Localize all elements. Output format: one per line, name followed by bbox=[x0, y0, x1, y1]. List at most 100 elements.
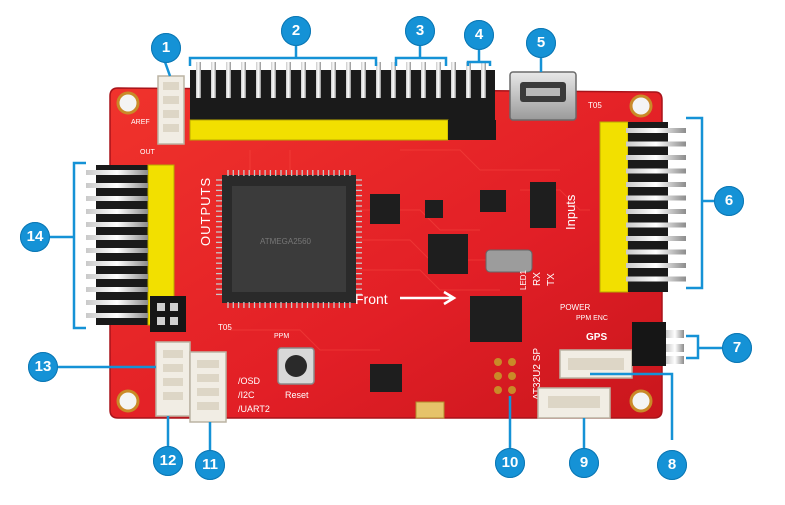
header-pin bbox=[626, 155, 686, 160]
header-pin bbox=[226, 62, 231, 98]
top-black-headers bbox=[190, 70, 495, 120]
i2c-label: /I2C bbox=[238, 390, 255, 400]
header-pin bbox=[421, 62, 426, 98]
header-pin bbox=[86, 209, 148, 214]
header-pin bbox=[626, 209, 686, 214]
header-pin bbox=[481, 62, 486, 98]
main-mcu-chip bbox=[216, 170, 362, 308]
callout-5: 5 bbox=[526, 28, 556, 58]
header-pin bbox=[626, 182, 686, 187]
header-pin bbox=[271, 62, 276, 98]
header-pin bbox=[626, 195, 686, 201]
header-pin bbox=[391, 62, 396, 98]
header-pin bbox=[436, 62, 441, 98]
aref-label: AREF bbox=[131, 119, 150, 126]
reset-label: Reset bbox=[285, 390, 309, 400]
callout-leaders bbox=[50, 46, 722, 450]
rx-label: RX bbox=[532, 272, 543, 286]
callout-2: 2 bbox=[281, 16, 311, 46]
header-pin bbox=[86, 287, 148, 292]
callout-1: 1 bbox=[151, 33, 181, 63]
callout-9: 9 bbox=[569, 448, 599, 478]
callout-14: 14 bbox=[20, 222, 50, 252]
header-pin bbox=[86, 183, 148, 188]
right-header-pins bbox=[626, 128, 686, 282]
mounting-holes bbox=[116, 91, 653, 413]
header-pin bbox=[626, 141, 686, 147]
header-pin bbox=[241, 62, 246, 98]
header-pin bbox=[86, 300, 148, 305]
header-pin bbox=[86, 235, 148, 240]
pcb-board bbox=[109, 87, 663, 419]
header-pin bbox=[86, 170, 148, 175]
callout-6: 6 bbox=[714, 186, 744, 216]
bottom-left-connector-11 bbox=[189, 351, 227, 423]
header-pin bbox=[86, 248, 148, 253]
header-pin bbox=[286, 62, 291, 98]
callout-3: 3 bbox=[405, 16, 435, 46]
header-pin bbox=[626, 168, 686, 174]
osd-label: /OSD bbox=[238, 376, 261, 386]
header-pin bbox=[346, 62, 351, 98]
out-label: OUT bbox=[140, 149, 156, 156]
outputs-label: OUTPUTS bbox=[198, 177, 213, 246]
header-pin bbox=[316, 62, 321, 98]
header-pin bbox=[86, 313, 148, 318]
callout-8: 8 bbox=[657, 450, 687, 480]
small-ics bbox=[370, 182, 556, 392]
reset-button bbox=[277, 347, 315, 385]
uart2-label: /UART2 bbox=[238, 404, 270, 414]
callout-13: 13 bbox=[28, 352, 58, 382]
inputs-label: Inputs bbox=[563, 194, 578, 230]
header-pin bbox=[86, 222, 148, 227]
header-pin bbox=[86, 196, 148, 201]
header-pin bbox=[626, 128, 686, 133]
front-label: Front bbox=[355, 291, 388, 307]
header-pin bbox=[626, 236, 686, 241]
header-pin bbox=[211, 62, 216, 98]
led1-label: LED1 bbox=[519, 269, 528, 290]
callout-10: 10 bbox=[495, 448, 525, 478]
header-pin bbox=[86, 261, 148, 266]
power-label: POWER bbox=[560, 303, 590, 312]
ppm-label: PPM bbox=[274, 333, 289, 340]
connector-9 bbox=[537, 387, 611, 419]
header-pin bbox=[331, 62, 336, 98]
header-pin bbox=[626, 263, 686, 268]
tx-label: TX bbox=[546, 273, 557, 286]
callout-7: 7 bbox=[722, 333, 752, 363]
mcu-marking: ATMEGA2560 bbox=[260, 237, 312, 246]
top-header-pins bbox=[196, 62, 486, 98]
front-arrow bbox=[400, 290, 457, 306]
crystal-oscillator bbox=[485, 249, 533, 273]
callout-12: 12 bbox=[153, 446, 183, 476]
right-side-pin-block bbox=[632, 322, 684, 366]
micro-usb-port bbox=[509, 71, 577, 121]
gps-label: GPS bbox=[586, 332, 607, 343]
t05-label-b: T05 bbox=[588, 101, 602, 110]
top-yellow-headers bbox=[189, 119, 496, 141]
header-pin bbox=[301, 62, 306, 98]
header-pin bbox=[376, 62, 381, 98]
t05-label-a: T05 bbox=[218, 323, 232, 332]
yellow-capacitor bbox=[415, 401, 445, 419]
header-pin bbox=[451, 62, 456, 98]
spi-pads bbox=[494, 358, 516, 394]
header-pin bbox=[626, 222, 686, 228]
callout-4: 4 bbox=[464, 20, 494, 50]
header-pin bbox=[626, 249, 686, 255]
callout-11: 11 bbox=[195, 450, 225, 480]
left-bottom-pin-block bbox=[150, 296, 186, 332]
connector-aref-out bbox=[157, 75, 185, 145]
header-pin bbox=[86, 274, 148, 279]
at32u2-label: AT32U2 SP bbox=[532, 348, 543, 400]
left-header-pins bbox=[86, 170, 148, 318]
bottom-left-connector-12 bbox=[155, 341, 191, 417]
header-pin bbox=[406, 62, 411, 98]
header-pin bbox=[256, 62, 261, 98]
ppm-enc-label: PPM ENC bbox=[576, 315, 608, 322]
header-pin bbox=[361, 62, 366, 98]
header-pin bbox=[196, 62, 201, 98]
